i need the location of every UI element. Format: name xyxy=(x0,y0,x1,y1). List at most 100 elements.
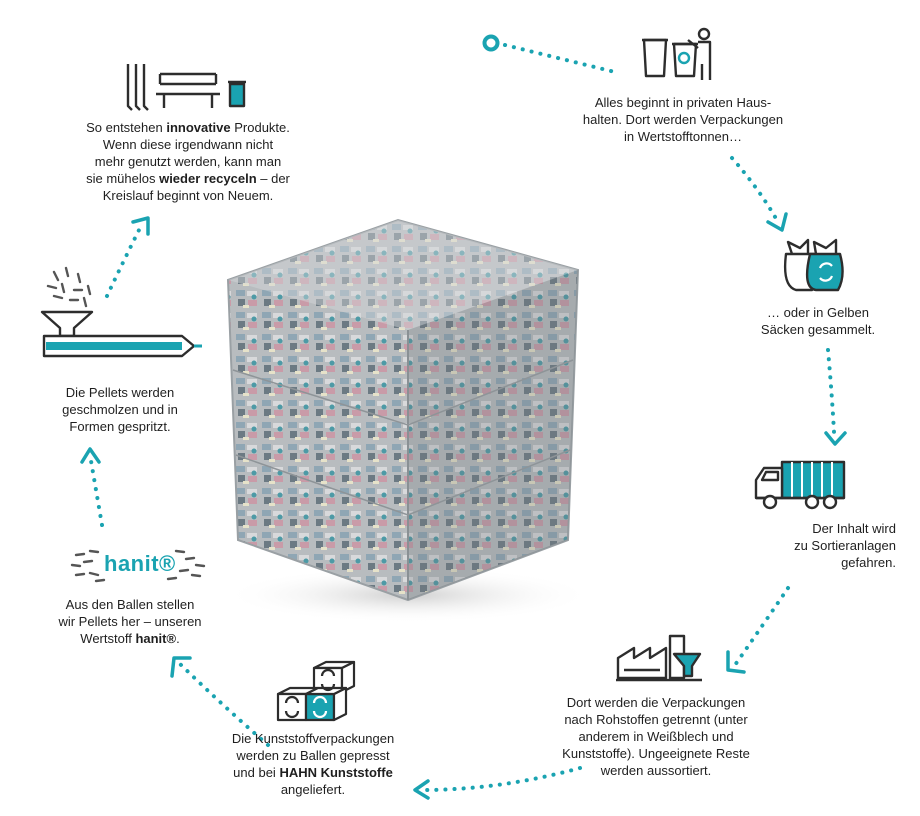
caption-line: Dort werden die Verpackungen xyxy=(532,694,780,711)
injection-molding-icon xyxy=(40,266,202,358)
caption-text: werden zu Ballen gepresst xyxy=(236,748,390,763)
connector-1-2 xyxy=(730,156,780,224)
sorting-plant-icon xyxy=(616,634,702,682)
caption-text: Wenn diese irgendwann nicht xyxy=(102,137,274,152)
caption-text: So entstehen xyxy=(86,120,167,135)
arrowhead-7-icon xyxy=(131,216,150,236)
step-1-text: Alles beginnt in privaten Haus-halten. D… xyxy=(570,94,796,145)
arrowhead-3-icon xyxy=(726,650,746,674)
caption-text: Formen gespritzt. xyxy=(69,419,171,434)
hanit-pellets-icon: hanit® xyxy=(70,545,210,585)
connector-2-3 xyxy=(826,348,836,434)
caption-text: geschmolzen und in xyxy=(62,402,178,417)
caption-line: So entstehen innovative Produkte. xyxy=(60,119,316,136)
caption-text: Aus den Ballen stellen xyxy=(65,597,195,612)
compressed-plastic-bale-image xyxy=(223,218,593,623)
caption-line: … oder in Gelben xyxy=(728,304,908,321)
caption-text: und bei xyxy=(233,765,280,780)
caption-line: gefahren. xyxy=(716,554,896,571)
caption-line: angeliefert. xyxy=(200,781,426,798)
caption-text: sie mühelos xyxy=(86,171,160,186)
caption-line: Der Inhalt wird xyxy=(716,520,896,537)
caption-line: werden zu Ballen gepresst xyxy=(200,747,426,764)
arrowhead-4-icon xyxy=(413,779,430,800)
caption-line: sie mühelos wieder recyceln – der xyxy=(60,170,316,187)
caption-text: anderem in Weißblech und xyxy=(578,729,734,744)
yellow-bags-icon xyxy=(783,238,844,292)
caption-line: nach Rohstoffen getrennt (unter xyxy=(532,711,780,728)
caption-line: in Wertstofftonnen… xyxy=(570,128,796,145)
connector-7-8 xyxy=(105,226,142,298)
pellet-dashes-icon xyxy=(70,549,206,583)
caption-line: Aus den Ballen stellen xyxy=(40,596,220,613)
caption-text: Der Inhalt wird xyxy=(812,521,896,536)
step-8-text: So entstehen innovative Produkte.Wenn di… xyxy=(60,119,316,204)
caption-line: halten. Dort werden Verpackungen xyxy=(570,111,796,128)
caption-line: mehr genutzt werden, kann man xyxy=(60,153,316,170)
caption-bold-text: innovative xyxy=(166,120,231,135)
caption-text: Alles beginnt in privaten Haus- xyxy=(594,95,772,110)
caption-line: geschmolzen und in xyxy=(30,401,210,418)
garbage-truck-icon xyxy=(754,460,846,510)
caption-line: wir Pellets her – unseren xyxy=(40,613,220,630)
caption-text: zu Sortieranlagen xyxy=(794,538,896,553)
caption-text: Kreislauf beginnt von Neuem. xyxy=(102,188,274,203)
caption-line: und bei HAHN Kunststoffe xyxy=(200,764,426,781)
caption-text: Die Kunststoffverpackungen xyxy=(231,731,395,746)
arrowhead-1-icon xyxy=(766,212,788,232)
caption-bold-text: HAHN Kunststoffe xyxy=(279,765,393,780)
step-6-text: Aus den Ballen stellen wir Pellets her – … xyxy=(40,596,220,647)
caption-text: halten. Dort werden Verpackungen xyxy=(582,112,784,127)
caption-bold-text: wieder recyceln xyxy=(159,171,257,186)
caption-text: Wertstoff xyxy=(80,631,136,646)
caption-line: Wertstoff hanit®. xyxy=(40,630,220,647)
hanit-logo-text: hanit® xyxy=(104,551,176,576)
caption-text: angeliefert. xyxy=(280,782,346,797)
caption-text: wir Pellets her – unseren xyxy=(58,614,202,629)
caption-text: in Wertstofftonnen… xyxy=(623,129,743,144)
arrowhead-6-icon xyxy=(80,447,101,464)
caption-line: Säcken gesammelt. xyxy=(728,321,908,338)
connector-6-7 xyxy=(88,453,104,527)
connector-3-4 xyxy=(733,586,790,667)
caption-text: … oder in Gelben xyxy=(767,305,869,320)
caption-line: zu Sortieranlagen xyxy=(716,537,896,554)
caption-line: werden aussortiert. xyxy=(532,762,780,779)
caption-bold-text: hanit® xyxy=(135,631,177,646)
caption-line: Alles beginnt in privaten Haus- xyxy=(570,94,796,111)
step-5-text: Die Kunststoffverpackungen werden zu Ball… xyxy=(200,730,426,798)
connector-start xyxy=(503,43,617,74)
bales-icon xyxy=(276,660,356,722)
caption-text: . xyxy=(176,631,180,646)
caption-text: Produkte. xyxy=(230,120,290,135)
caption-text: Kunststoffe). Ungeeignete Reste xyxy=(562,746,750,761)
household-bins-icon xyxy=(642,27,712,80)
step-4-text: Dort werden die Verpackungen nach Rohstof… xyxy=(532,694,780,779)
start-dot-icon xyxy=(482,34,500,52)
step-3-text: Der Inhalt wird zu Sortieranlagen gefahren… xyxy=(716,520,896,571)
caption-text: nach Rohstoffen getrennt (unter xyxy=(564,712,748,727)
caption-text: – der xyxy=(256,171,290,186)
caption-text: Säcken gesammelt. xyxy=(760,322,876,337)
caption-line: Kunststoffe). Ungeeignete Reste xyxy=(532,745,780,762)
products-icon xyxy=(126,64,246,111)
caption-line: Wenn diese irgendwann nicht xyxy=(60,136,316,153)
caption-line: anderem in Weißblech und xyxy=(532,728,780,745)
caption-line: Formen gespritzt. xyxy=(30,418,210,435)
caption-line: Die Kunststoffverpackungen xyxy=(200,730,426,747)
connector-4-5 xyxy=(420,766,582,792)
caption-text: Dort werden die Verpackungen xyxy=(566,695,746,710)
caption-line: Kreislauf beginnt von Neuem. xyxy=(60,187,316,204)
caption-text: mehr genutzt werden, kann man xyxy=(94,154,282,169)
arrowhead-2-icon xyxy=(824,431,847,446)
caption-line: Die Pellets werden xyxy=(30,384,210,401)
caption-text: gefahren. xyxy=(841,555,896,570)
connector-5-6 xyxy=(176,660,270,747)
caption-text: werden aussortiert. xyxy=(600,763,712,778)
caption-text: Die Pellets werden xyxy=(65,385,175,400)
step-7-text: Die Pellets werden geschmolzen und in Form… xyxy=(30,384,210,435)
arrowhead-5-icon xyxy=(170,656,192,678)
